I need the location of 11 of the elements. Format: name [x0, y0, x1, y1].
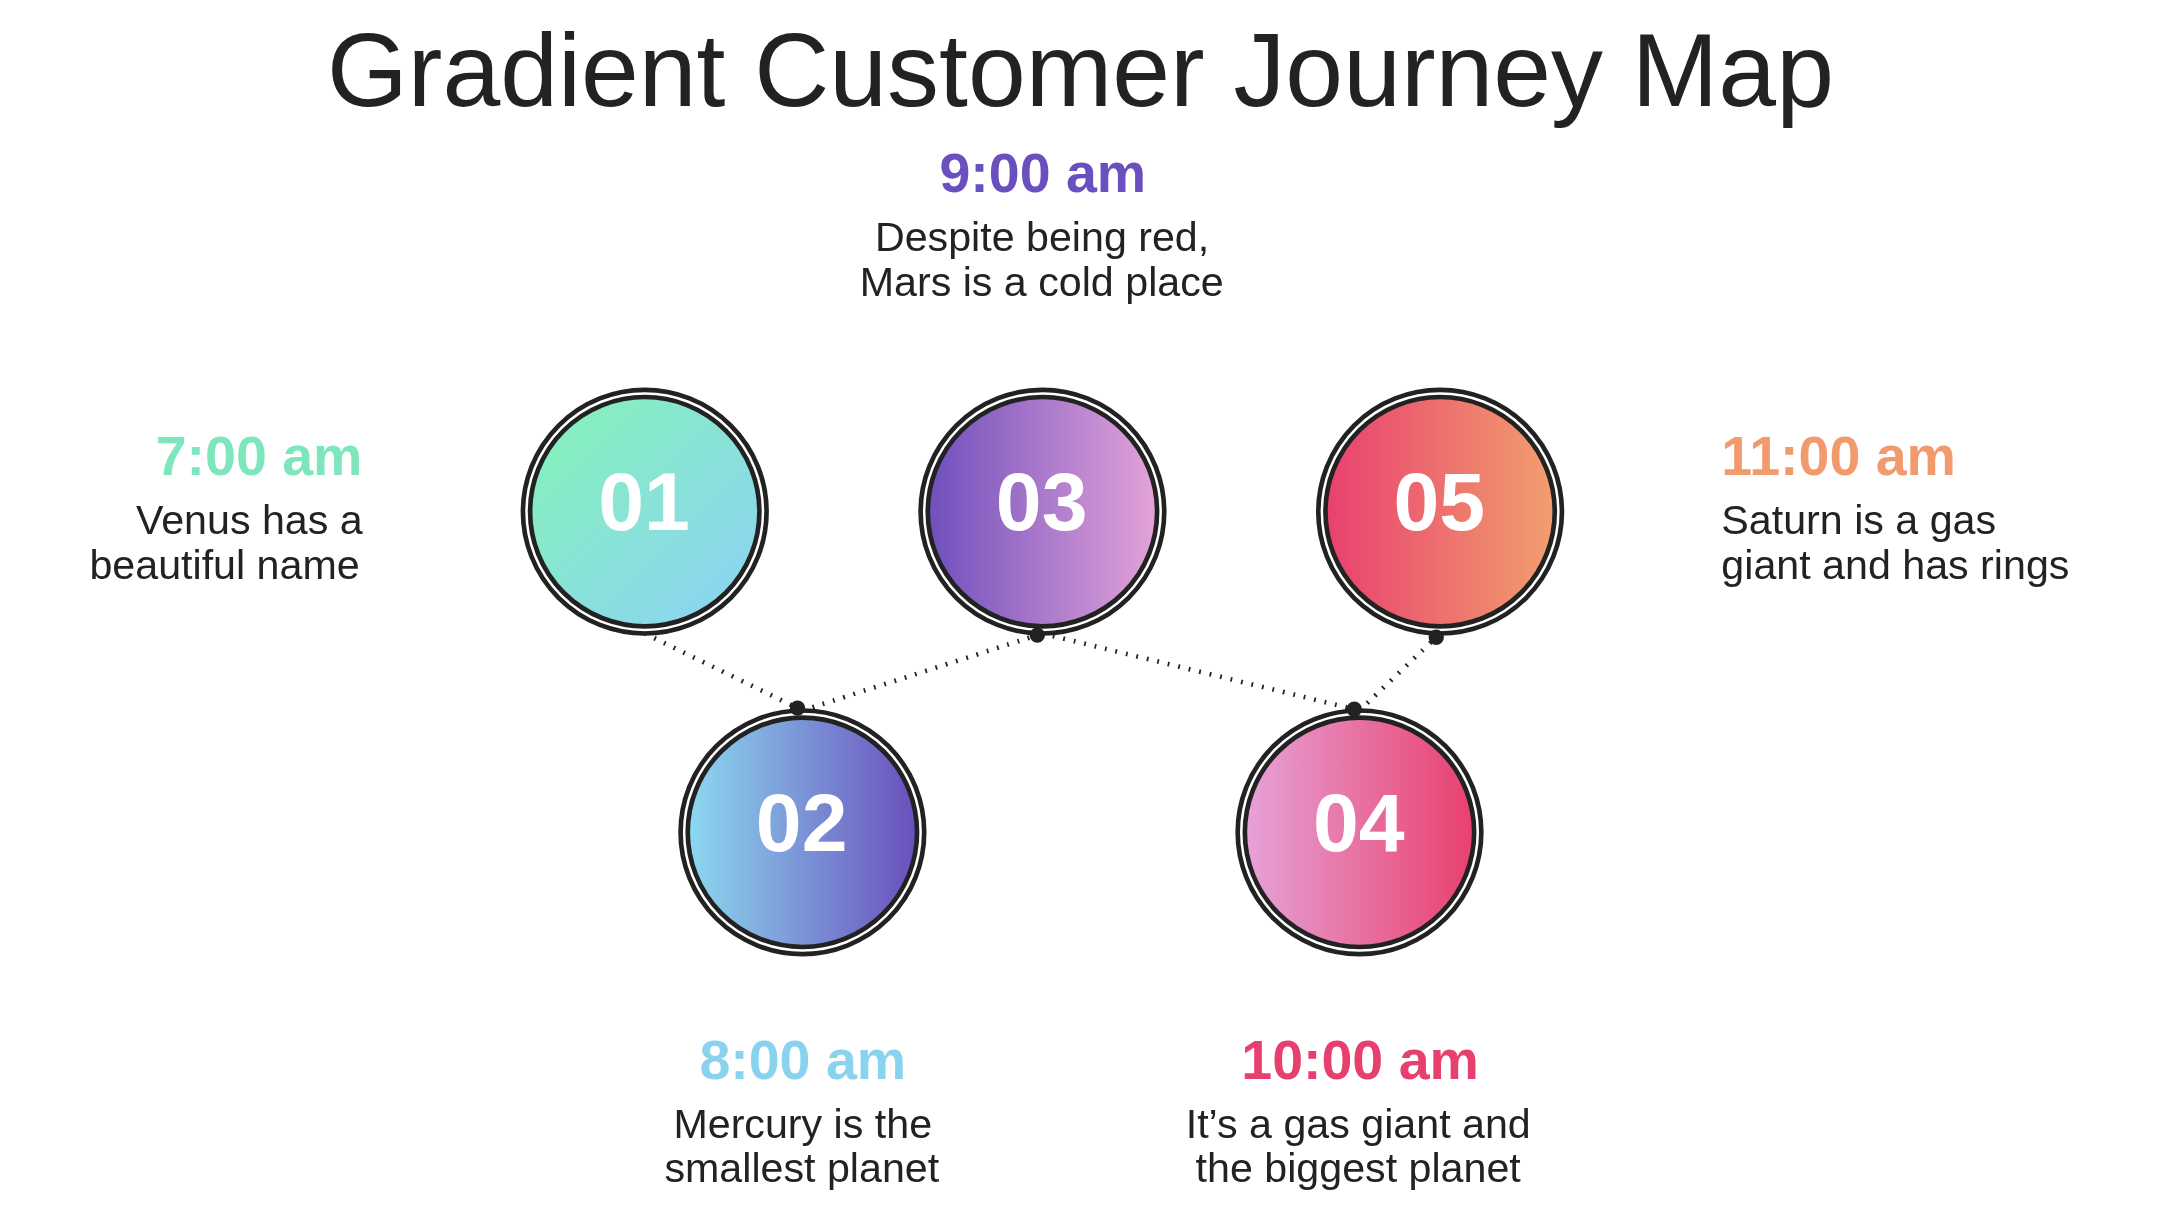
- node-label: Despite being red, Mars is a cold place: [859, 213, 1224, 305]
- node-label: Venus has a beautiful name: [88, 496, 363, 588]
- node-label: 9:00 am: [938, 142, 1146, 205]
- node-label: Saturn is a gas giant and has rings: [1720, 496, 2069, 588]
- node-label: 8:00 am: [698, 1029, 906, 1092]
- node-label: 11:00 am: [1720, 425, 1956, 488]
- node-label: It’s a gas giant and the biggest planet: [1185, 1100, 1531, 1192]
- diagram-title: Gradient Customer Journey Map: [326, 11, 1834, 128]
- node-label: Mercury is the smallest planet: [663, 1100, 939, 1192]
- node-label: 10:00 am: [1240, 1029, 1479, 1092]
- node-label: 7:00 am: [155, 425, 362, 488]
